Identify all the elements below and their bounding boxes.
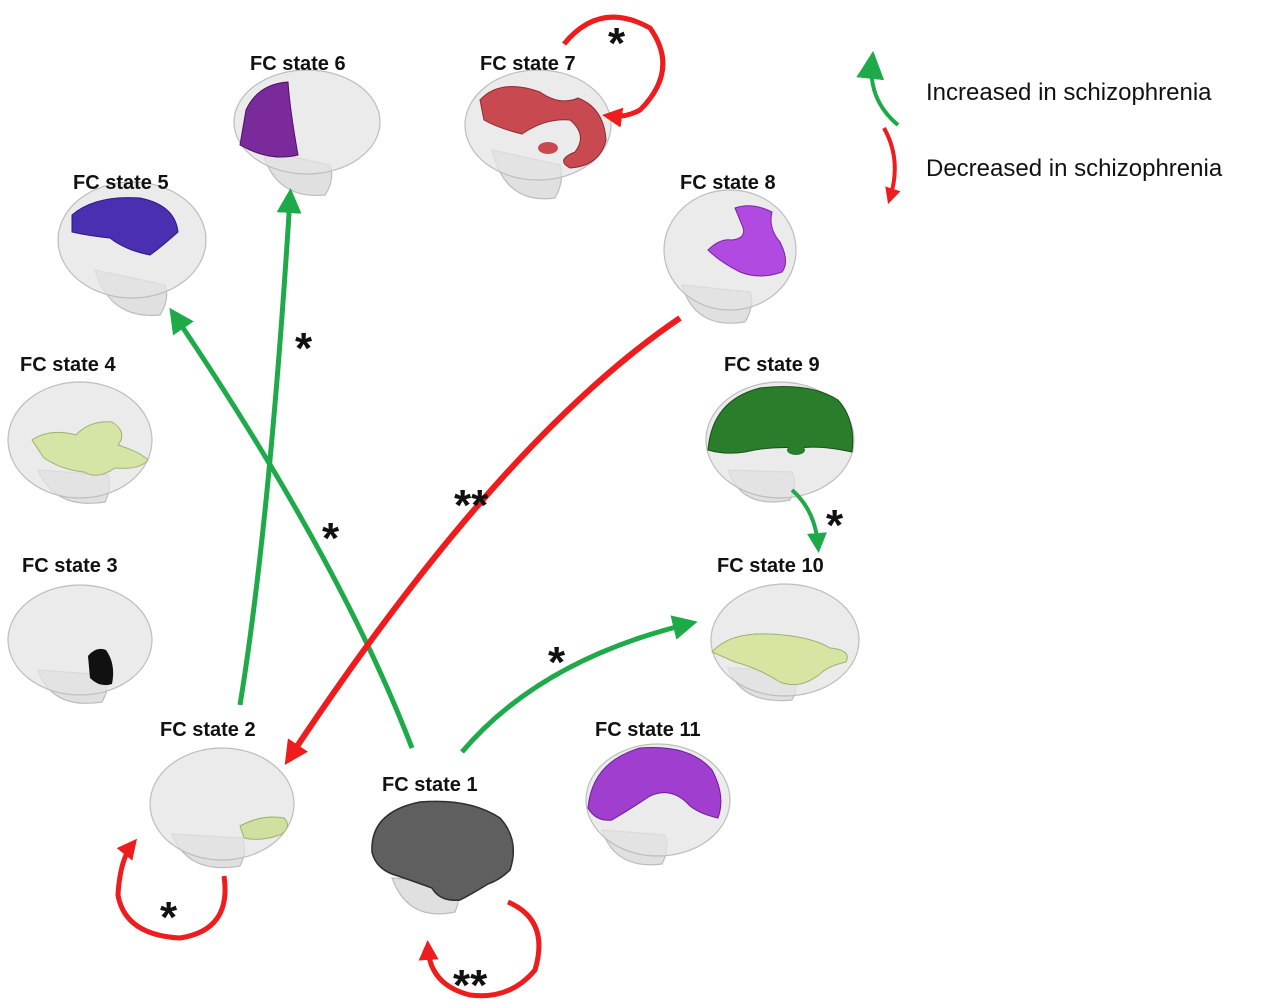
network-region bbox=[31, 421, 149, 476]
network-region bbox=[479, 86, 607, 169]
arrow-fc7-self-loop bbox=[562, 14, 666, 128]
brain-fc-state-11 bbox=[585, 743, 731, 866]
label-fc-state-7: FC state 7 bbox=[480, 53, 576, 75]
label-fc-state-4: FC state 4 bbox=[20, 354, 116, 376]
label-fc-state-11: FC state 11 bbox=[595, 719, 701, 741]
brain-fc-state-1 bbox=[371, 800, 515, 915]
label-fc-state-1: FC state 1 bbox=[382, 774, 478, 796]
network-region bbox=[538, 142, 558, 154]
network-region bbox=[239, 81, 299, 158]
label-fc-state-6: FC state 6 bbox=[250, 53, 346, 75]
legend-increased-label: Increased in schizophrenia bbox=[926, 79, 1212, 106]
sig-fc8-to-fc2: ** bbox=[454, 481, 489, 530]
brain-fc-state-8 bbox=[663, 189, 797, 324]
label-fc-state-9: FC state 9 bbox=[724, 354, 820, 376]
label-fc-state-10: FC state 10 bbox=[717, 555, 824, 577]
arrow-fc2-to-fc6 bbox=[237, 188, 302, 706]
brain-fc-state-10 bbox=[710, 583, 860, 702]
network-region bbox=[371, 800, 515, 901]
brain-fc-state-5 bbox=[57, 181, 207, 317]
brain-fc-state-3 bbox=[7, 584, 153, 704]
arrow-fc8-to-fc2 bbox=[284, 315, 682, 766]
brain-fc-state-2 bbox=[149, 747, 295, 869]
network-region bbox=[88, 648, 114, 686]
brain-fc-state-7 bbox=[464, 69, 612, 200]
label-fc-state-3: FC state 3 bbox=[22, 555, 118, 577]
legend-decreased-label: Decreased in schizophrenia bbox=[926, 155, 1223, 182]
legend: Increased in schizophrenia Decreased in … bbox=[856, 50, 1223, 205]
network-region bbox=[707, 205, 786, 277]
arrow-fc1-self-loop bbox=[418, 899, 542, 999]
label-fc-state-2: FC state 2 bbox=[160, 719, 256, 741]
sig-fc2-self: * bbox=[160, 893, 178, 942]
network-region bbox=[707, 386, 854, 454]
label-fc-state-5: FC state 5 bbox=[73, 172, 169, 194]
arrow-fc9-to-fc10 bbox=[790, 488, 827, 553]
sig-fc1-to-fc10: * bbox=[548, 638, 566, 687]
network-region bbox=[787, 445, 805, 455]
brain-fc-state-4 bbox=[7, 381, 153, 504]
sig-fc1-self: ** bbox=[453, 961, 488, 1008]
network-region bbox=[239, 816, 288, 840]
arrow-fc1-to-fc10 bbox=[460, 615, 698, 754]
brain-fc-state-9 bbox=[705, 381, 855, 503]
legend-decreased-arrow bbox=[882, 127, 901, 205]
network-region bbox=[71, 197, 179, 256]
sig-fc1-to-fc5: * bbox=[322, 514, 340, 563]
sig-fc7-self: * bbox=[608, 19, 626, 68]
sig-fc9-to-fc10: * bbox=[826, 501, 844, 550]
legend-increased-arrow bbox=[856, 50, 900, 127]
arrow-fc2-self-loop bbox=[115, 838, 228, 941]
sig-fc2-to-fc6: * bbox=[295, 324, 313, 373]
network-region bbox=[711, 633, 848, 686]
network-region bbox=[587, 747, 722, 821]
brain-fc-state-6 bbox=[233, 69, 381, 197]
label-fc-state-8: FC state 8 bbox=[680, 172, 776, 194]
arrow-fc1-to-fc5 bbox=[169, 307, 415, 749]
